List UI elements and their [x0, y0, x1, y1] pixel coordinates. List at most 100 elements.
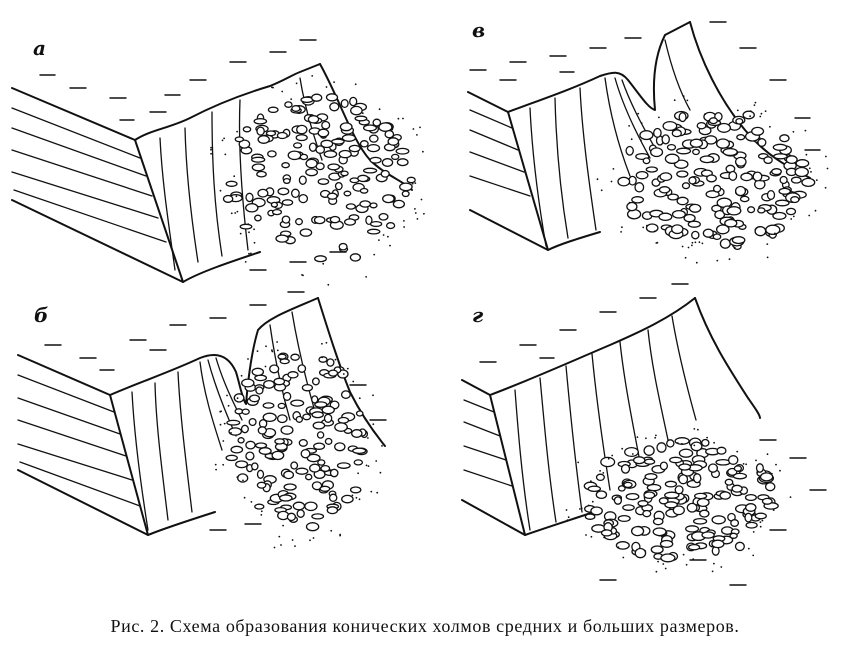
- sand-dot: [321, 342, 323, 345]
- sand-dot: [640, 122, 643, 125]
- pebble: [366, 228, 381, 235]
- pebble: [305, 158, 318, 169]
- pebble: [771, 168, 782, 176]
- sand-dot: [693, 428, 696, 430]
- sand-dot: [808, 167, 811, 170]
- pebble: [369, 220, 383, 228]
- pebble: [652, 517, 664, 526]
- pebble: [282, 177, 291, 185]
- sand-dot: [769, 125, 771, 128]
- sand-dot: [244, 261, 247, 263]
- sand-dot: [210, 152, 213, 155]
- figure-caption: Рис. 2. Схема образования конических хол…: [110, 616, 740, 636]
- sand-dot: [736, 450, 739, 453]
- sand-dot: [642, 226, 645, 229]
- pebble: [314, 255, 327, 263]
- sand-dot: [361, 112, 364, 114]
- pebble: [304, 473, 313, 481]
- pebble: [701, 438, 710, 447]
- sand-dot: [396, 145, 398, 148]
- pebble: [353, 459, 364, 466]
- pebble: [326, 506, 339, 515]
- sand-dot: [334, 358, 337, 361]
- pebble: [329, 102, 340, 112]
- sand-dot: [600, 189, 603, 192]
- pebble: [248, 417, 257, 427]
- pebble: [222, 194, 234, 203]
- pebble: [345, 203, 357, 210]
- pebble: [257, 135, 270, 144]
- sand-dot: [260, 510, 263, 513]
- pebble: [354, 115, 368, 122]
- sand-dot: [655, 570, 658, 573]
- sand-dot: [732, 245, 734, 247]
- pebble: [245, 451, 255, 461]
- pebble: [734, 185, 747, 197]
- sand-dot: [682, 553, 685, 556]
- pebble: [623, 481, 633, 489]
- pebble: [714, 209, 726, 220]
- pebble: [301, 383, 314, 392]
- pebble: [325, 93, 339, 102]
- pebble: [772, 143, 788, 151]
- pebble: [352, 447, 367, 455]
- pebble: [334, 422, 348, 432]
- pebble: [757, 138, 767, 147]
- sand-dot: [760, 112, 763, 115]
- sand-dot: [658, 116, 660, 119]
- pebble: [311, 513, 325, 520]
- pebble: [385, 222, 396, 230]
- sand-dot: [412, 128, 415, 130]
- pebble: [765, 224, 781, 236]
- pebble: [690, 441, 703, 452]
- pebble: [712, 184, 722, 193]
- sand-dot: [711, 570, 714, 573]
- pebble: [644, 473, 658, 481]
- pebble: [281, 199, 294, 206]
- pebble: [283, 470, 295, 480]
- pebble: [276, 414, 288, 424]
- pebble: [643, 491, 656, 500]
- pebble: [755, 463, 764, 473]
- pebble: [277, 353, 287, 360]
- pebble: [387, 137, 400, 146]
- pebble: [235, 460, 249, 469]
- sand-dot: [359, 255, 362, 258]
- pebble: [262, 402, 275, 409]
- pebble: [715, 224, 730, 235]
- sand-dot: [645, 437, 647, 440]
- pebble: [624, 446, 639, 458]
- sand-dot: [577, 461, 580, 464]
- sand-dot: [621, 447, 624, 450]
- pebble: [255, 386, 264, 395]
- pebble: [340, 98, 349, 109]
- pebble: [328, 493, 338, 503]
- sand-dot: [591, 500, 594, 503]
- pebble: [238, 139, 251, 149]
- sand-dot: [402, 117, 404, 120]
- pebble: [328, 369, 339, 377]
- sand-dot: [219, 410, 222, 413]
- sand-dot: [333, 81, 335, 83]
- sand-dot: [215, 468, 218, 471]
- sand-dot: [210, 148, 212, 151]
- pebble: [711, 539, 725, 549]
- pebble: [735, 117, 744, 125]
- sand-dot: [792, 130, 795, 133]
- sand-dot: [654, 436, 657, 439]
- pebble: [297, 364, 307, 373]
- sand-dot: [222, 463, 225, 466]
- sand-dot: [622, 556, 625, 559]
- pebble: [349, 96, 358, 107]
- pebble: [696, 497, 710, 508]
- pebble: [323, 150, 338, 159]
- sand-dot: [695, 261, 698, 264]
- pebble: [359, 187, 369, 194]
- sand-dot: [628, 201, 631, 204]
- pebble: [350, 105, 363, 116]
- sand-dot: [370, 490, 373, 493]
- sand-dot: [693, 444, 696, 447]
- pebble: [729, 532, 738, 539]
- pebble: [757, 207, 766, 214]
- pebble: [659, 539, 674, 548]
